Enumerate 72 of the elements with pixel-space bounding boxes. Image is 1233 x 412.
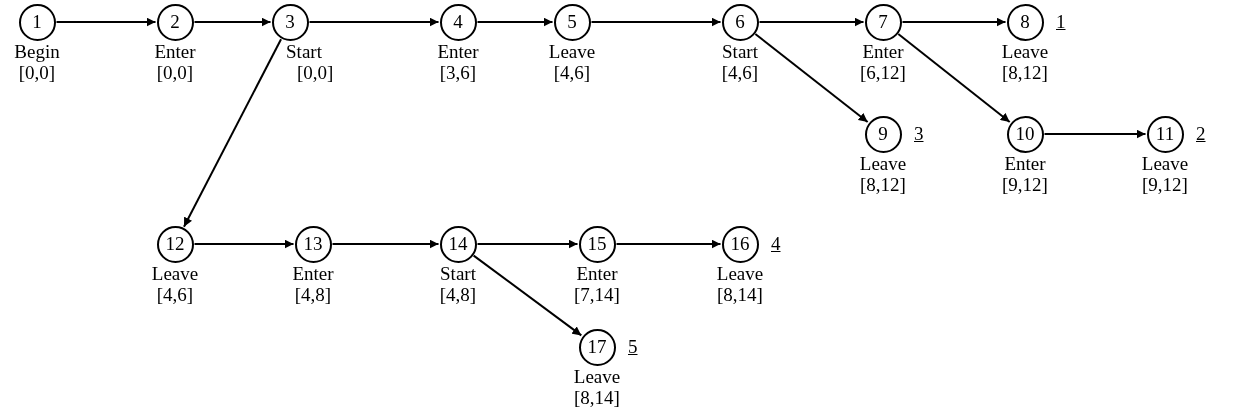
node-label: Start — [440, 263, 476, 284]
node-label: Leave — [1001, 41, 1049, 62]
arrow — [476, 17, 554, 27]
node-circle: 4 — [439, 3, 477, 41]
interval-label: [9,12] — [1142, 174, 1188, 195]
interval-label: [0,0] — [18, 62, 56, 83]
order-number: 5 — [628, 336, 638, 357]
interval-label: [4,6] — [721, 62, 759, 83]
node-label: Enter — [437, 41, 479, 62]
node-circle: 6 — [721, 3, 759, 41]
arrow — [472, 254, 583, 337]
order-number: 2 — [1196, 123, 1206, 144]
arrow — [897, 33, 1011, 123]
order-number: 4 — [771, 233, 781, 254]
interval-label: [0,0] — [156, 62, 194, 83]
order-number: 1 — [1056, 11, 1066, 32]
node-circle: 12 — [156, 225, 194, 263]
node-circle: 8 — [1006, 3, 1044, 41]
node-label: Enter — [1004, 153, 1046, 174]
arrow — [1043, 129, 1147, 139]
interval-label: [8,12] — [860, 174, 906, 195]
node-circle: 14 — [439, 225, 477, 263]
node-circle: 2 — [156, 3, 194, 41]
interval-label: [3,6] — [439, 62, 477, 83]
interval-label: [8,12] — [1002, 62, 1048, 83]
node-circle: 1 — [18, 3, 56, 41]
node-label: Enter — [862, 41, 904, 62]
node-label: Begin — [14, 41, 60, 62]
arrow — [193, 239, 295, 249]
interval-label: [7,14] — [574, 284, 620, 305]
interval-label: [8,14] — [574, 387, 620, 408]
interval-label: [0,0] — [297, 62, 334, 83]
interval-label: [4,6] — [553, 62, 591, 83]
node-circle: 5 — [553, 3, 591, 41]
node-circle: 16 — [721, 225, 759, 263]
arrow — [476, 239, 579, 249]
arrow — [308, 17, 440, 27]
node-circle: 10 — [1006, 115, 1044, 153]
arrow — [590, 17, 722, 27]
node-circle: 17 — [578, 328, 616, 366]
node-circle: 3 — [271, 3, 309, 41]
order-number: 3 — [914, 123, 924, 144]
arrow — [754, 33, 869, 123]
node-label: Leave — [573, 366, 621, 387]
node-label: Leave — [1141, 153, 1189, 174]
arrow — [331, 239, 440, 249]
node-circle: 15 — [578, 225, 616, 263]
node-label: Start — [286, 41, 322, 62]
arrow — [758, 17, 865, 27]
arrow — [193, 17, 272, 27]
node-label: Leave — [859, 153, 907, 174]
node-label: Enter — [292, 263, 334, 284]
node-label: Start — [722, 41, 758, 62]
interval-label: [9,12] — [1002, 174, 1048, 195]
interval-label: [6,12] — [860, 62, 906, 83]
node-label: Enter — [154, 41, 196, 62]
arrow — [182, 38, 283, 228]
node-circle: 11 — [1146, 115, 1184, 153]
node-label: Leave — [151, 263, 199, 284]
arrow — [615, 239, 722, 249]
interval-label: [8,14] — [717, 284, 763, 305]
interval-label: [4,6] — [156, 284, 194, 305]
node-label: Leave — [716, 263, 764, 284]
node-label: Enter — [576, 263, 618, 284]
interval-label: [4,8] — [439, 284, 477, 305]
node-circle: 9 — [864, 115, 902, 153]
arrow — [55, 17, 157, 27]
node-circle: 13 — [294, 225, 332, 263]
arrow — [901, 17, 1007, 27]
node-circle: 7 — [864, 3, 902, 41]
node-label: Leave — [548, 41, 596, 62]
interval-label: [4,8] — [294, 284, 332, 305]
